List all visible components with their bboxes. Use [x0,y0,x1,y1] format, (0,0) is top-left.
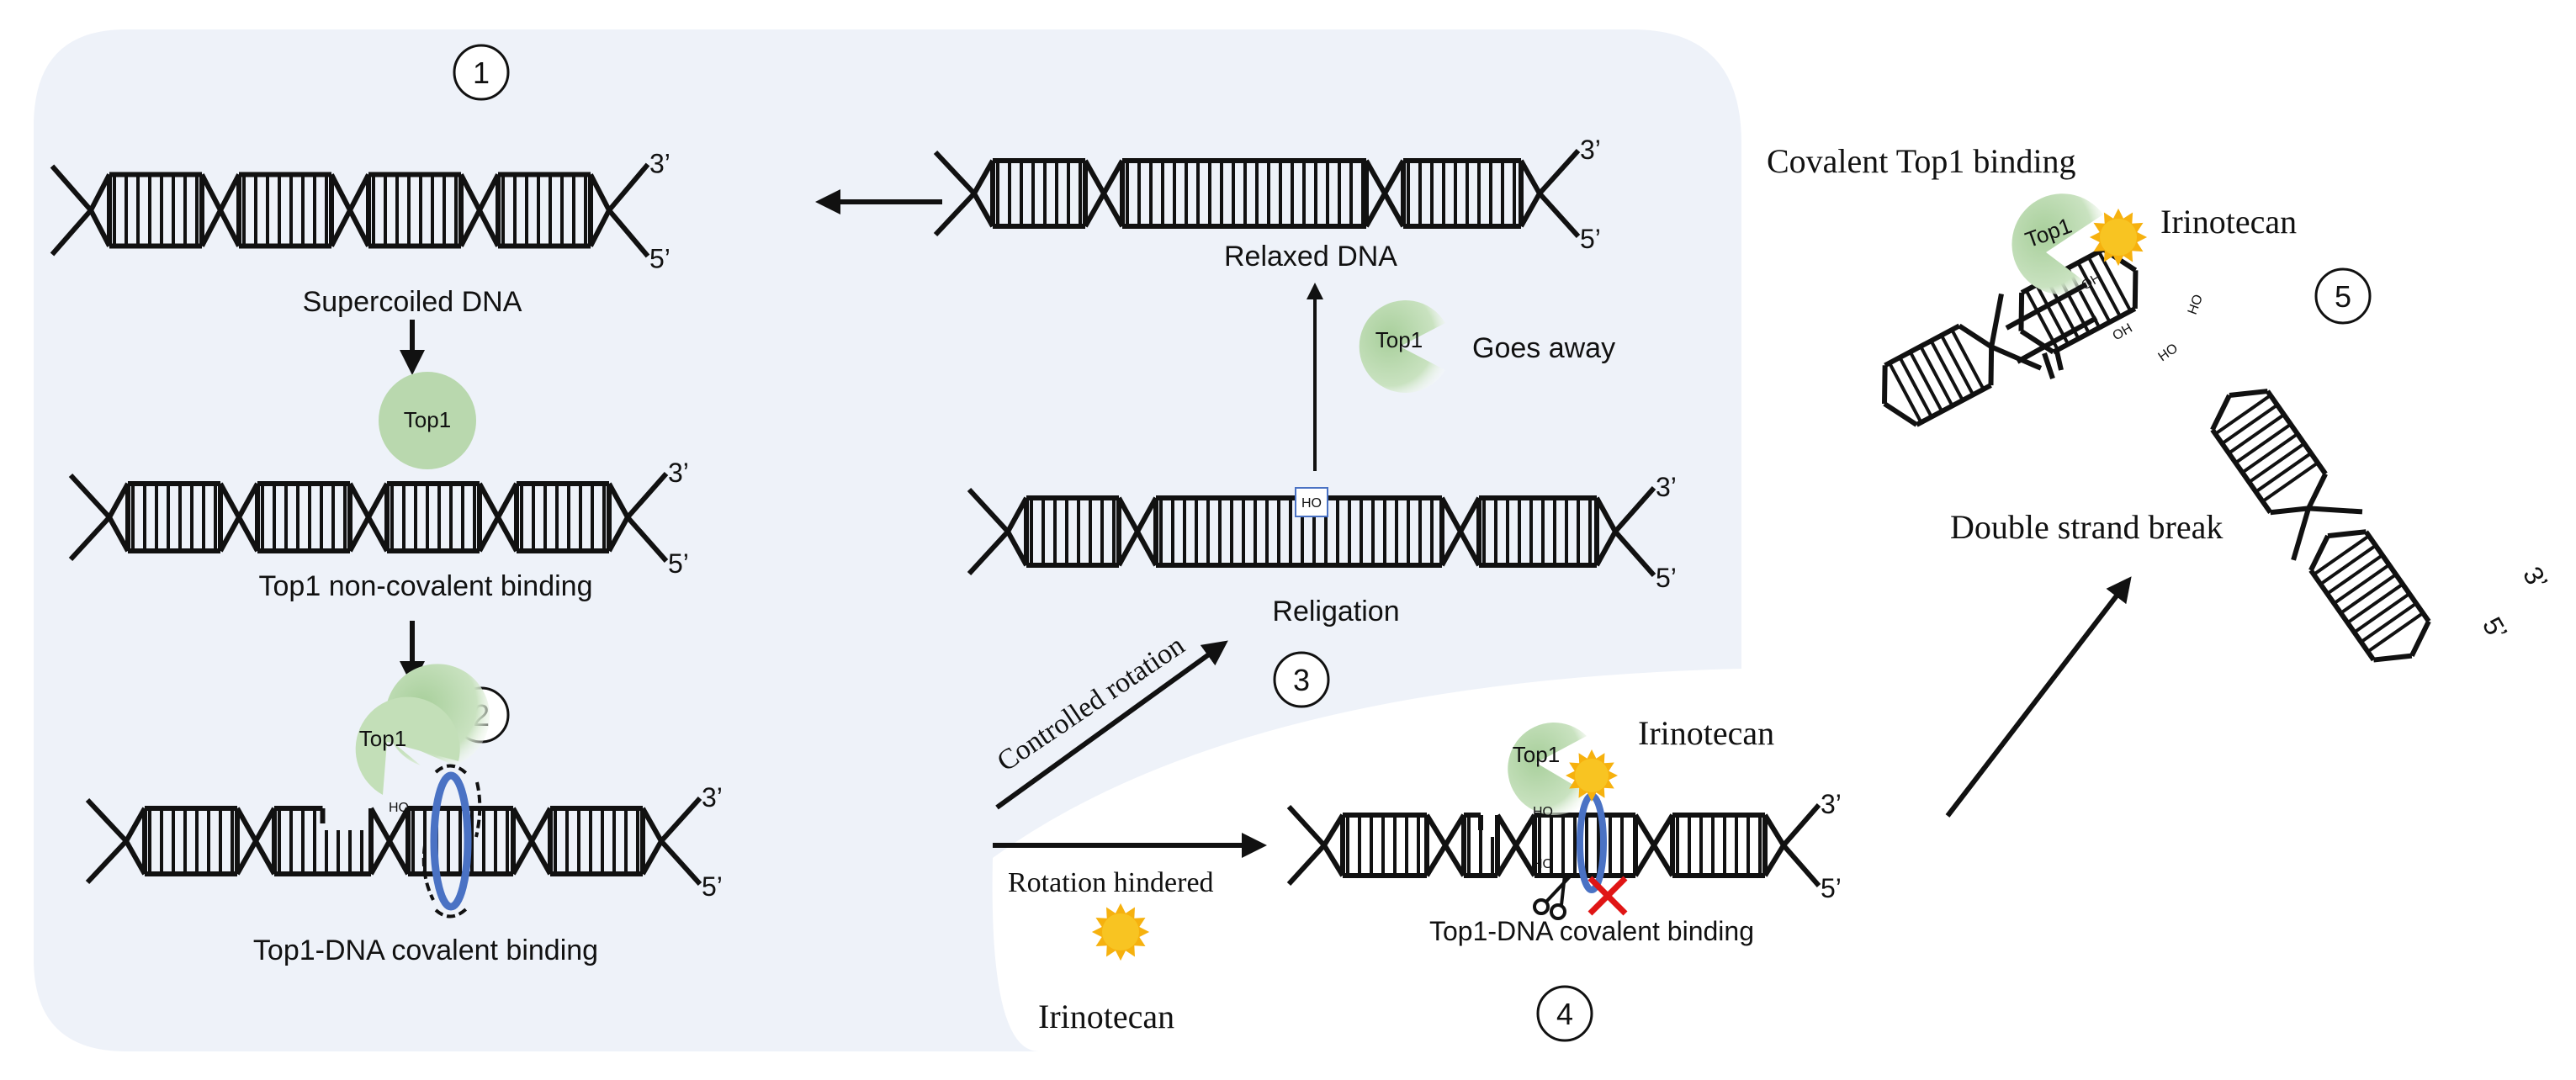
ho-group-step2: HO [389,801,409,815]
label-irinotecan-left: Irinotecan [1038,998,1174,1035]
top1-enzyme-free: Top1 [379,372,476,469]
label-5prime: 5’ [1580,224,1601,254]
svg-text:5: 5 [2335,279,2351,314]
oh-group-lower: OH [2111,321,2135,344]
label-3prime: 3’ [2517,562,2554,596]
svg-text:1: 1 [473,56,490,90]
helix-supercoiled [50,162,650,258]
svg-text:3: 3 [1293,663,1310,697]
scissors-icon [1533,873,1573,920]
top1-enzyme-step4: Top1 [1508,723,1592,816]
label-3prime: 3’ [702,782,723,813]
label-3prime: 3’ [1656,472,1677,502]
label-supercoiled-dna: Supercoiled DNA [303,286,522,318]
helix-step4 [1286,803,1821,887]
svg-text:HO: HO [1301,496,1322,511]
label-covalent-top1-binding: Covalent Top1 binding [1767,142,2076,180]
svg-text:Top1: Top1 [1513,742,1560,767]
rotation-ring [421,764,482,919]
arrow-controlled-rotation [995,640,1228,810]
svg-text:Top1: Top1 [1375,327,1423,352]
svg-text:HO: HO [389,801,409,815]
label-relaxed-dna: Relaxed DNA [1224,241,1397,273]
label-3prime: 3’ [668,458,689,488]
step-5-marker: 5 [2314,267,2372,325]
svg-text:Top1: Top1 [359,726,406,751]
label-3prime: 3’ [649,149,671,179]
label-covalent-binding: Top1-DNA covalent binding [253,934,598,966]
label-3prime: 3’ [1821,789,1842,819]
label-3prime: 3’ [1580,135,1601,165]
label-5prime: 5’ [1821,873,1842,903]
label-5prime: 5’ [702,871,723,902]
label-double-strand-break: Double strand break [1950,508,2223,546]
label-goes-away: Goes away [1472,332,1615,364]
label-religation: Religation [1272,596,1399,627]
helix-relaxed [933,148,1581,239]
ho-group-upper-right: HO [2186,293,2206,316]
top1-enzyme-step2: Top1 [355,664,490,795]
arrow-to-double-strand-break [1945,576,2132,818]
irinotecan-sun-icon [1566,749,1618,802]
helix-break-right [2210,389,2431,663]
irinotecan-sun-icon [2089,208,2148,267]
ho-box-religation: HO [1295,487,1328,517]
svg-text:Top1: Top1 [404,407,451,432]
label-5prime: 5’ [668,548,689,579]
helix-noncovalent [68,472,669,563]
step-4-marker: 4 [1536,985,1593,1042]
label-5prime: 5’ [2477,612,2514,646]
label-rotation-hindered: Rotation hindered [1008,867,1214,898]
irinotecan-sun-icon [1091,903,1150,961]
label-irinotecan-step5: Irinotecan [2160,203,2297,241]
top1-enzyme-goes-away: Top1 [1359,300,1445,393]
ho-group-lower-right: HO [2156,341,2181,365]
ho-group-step4-lower: HO [1533,857,1553,871]
label-5prime: 5’ [1656,563,1677,593]
blocked-cross-icon [1587,876,1628,916]
step-1-marker: 1 [453,44,510,101]
svg-text:4: 4 [1556,997,1573,1031]
top1-enzyme-step5: Top1 [2012,193,2103,295]
label-5prime: 5’ [649,244,671,274]
step-3-marker: 3 [1273,651,1330,708]
label-covalent-binding-step4: Top1-DNA covalent binding [1429,916,1754,946]
label-irinotecan-step4: Irinotecan [1638,714,1774,752]
helix-break-left [1882,246,2139,427]
ho-group-step4-upper: HO [1533,805,1553,819]
broken-strand-ends [2005,282,2098,379]
label-noncovalent-binding: Top1 non-covalent binding [259,570,593,602]
helix-covalent [85,796,702,887]
